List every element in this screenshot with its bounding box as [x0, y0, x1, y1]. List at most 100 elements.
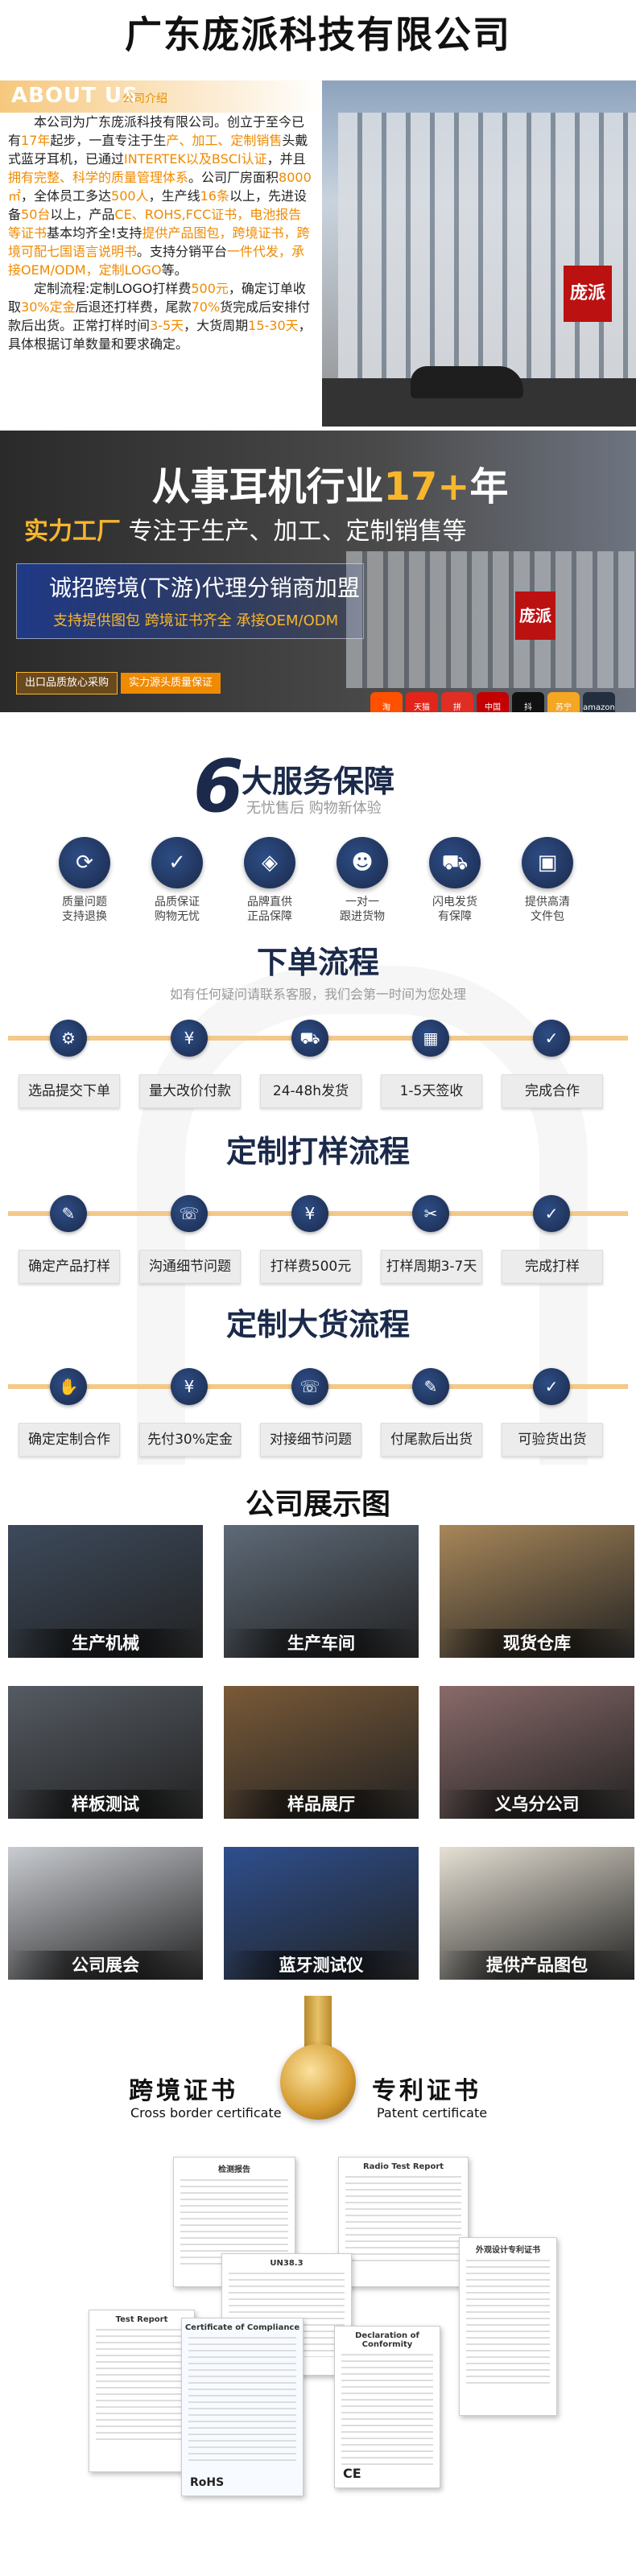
about-text: 。公司厂房面积	[188, 170, 279, 185]
certificate-heading: Test Report	[115, 2315, 168, 2324]
banner-subline: 实力工厂 专注于生产、加工、定制销售等	[24, 511, 467, 546]
patent-cert-subtitle: Patent certificate	[377, 2105, 488, 2121]
service-label: 正品保障	[247, 910, 292, 923]
about-text: ，大货周期	[184, 318, 249, 333]
about-highlight: 3-5天	[150, 318, 184, 333]
rohs-mark: RoHS	[190, 2476, 225, 2489]
showcase-photo: 样品展厅	[224, 1686, 419, 1819]
headline-post: 年	[469, 464, 509, 509]
flow-step-label: 对接细节问题	[260, 1423, 361, 1457]
about-text: 以上，产品	[50, 207, 115, 222]
building-facade	[338, 113, 636, 378]
platform-logo: 中国	[477, 692, 509, 712]
services-heading: 6 大服务保障 无忧售后 购物新体验	[193, 744, 459, 829]
about-highlight: 500人	[111, 188, 149, 204]
certificate-doc: Radio Test Report	[338, 2157, 469, 2287]
service-label: 品牌直供	[247, 896, 292, 909]
flow-step-label: 可验货出货	[502, 1423, 603, 1457]
car-shape	[411, 366, 523, 398]
platform-logo: 淘	[370, 692, 403, 712]
about-highlight: 17年	[21, 133, 51, 148]
headline-pre: 从事耳机行业	[151, 464, 384, 509]
service-icon: ⛟	[429, 837, 481, 888]
about-text: 定制流程:定制LOGO打样费	[34, 281, 192, 296]
service-icon: ⟳	[59, 837, 110, 888]
service-item: ⛟闪电发货有保障	[411, 837, 499, 924]
about-highlight: 16条	[200, 188, 229, 204]
flow-step-icon: ✓	[533, 1020, 570, 1057]
about-text: 起步，一直专注于生	[50, 133, 167, 148]
platform-logo: 拼	[441, 692, 473, 712]
badge-export-quality: 出口品质放心采购	[16, 672, 118, 694]
flow-step-icon: ¥	[171, 1368, 208, 1405]
certificate-heading: 外观设计专利证书	[476, 2246, 540, 2255]
about-heading-cn: 公司介绍	[122, 93, 167, 105]
certificate-heading: UN38.3	[270, 2259, 304, 2268]
certificate-heading: Certificate of Compliance	[184, 2323, 300, 2332]
services-number: 6	[193, 744, 244, 829]
about-text: ，确定订单收取	[8, 281, 306, 315]
showcase-caption: 现货仓库	[440, 1629, 634, 1658]
service-label: 跟进货物	[340, 910, 385, 923]
about-text: 头戴式蓝牙耳机，已通过	[8, 133, 308, 167]
certificate-doc: 外观设计专利证书	[459, 2237, 557, 2416]
showcase-caption: 生产车间	[224, 1629, 419, 1658]
services-subtitle: 无忧售后 购物新体验	[246, 800, 382, 817]
flow-step-label: 确定产品打样	[19, 1250, 120, 1284]
flow-step-label: 打样周期3-7天	[381, 1250, 482, 1284]
certificate-heading: 检测报告	[218, 2166, 250, 2174]
about-highlight: INTERTEK以及BSCI认证	[124, 151, 267, 167]
about-highlight: 提供产品图包，跨境证书，跨境可配七国语言说明书	[8, 225, 310, 259]
sub-highlight: 实力工厂	[24, 517, 121, 546]
showcase-caption: 公司展会	[8, 1951, 203, 1980]
showcase-photo: 义乌分公司	[440, 1686, 634, 1819]
service-icon: ✓	[151, 837, 203, 888]
flow-step-label: 量大改价付款	[139, 1074, 241, 1108]
service-item: ▣提供高清文件包	[503, 837, 592, 924]
building-photo: 庞派	[322, 80, 636, 427]
about-text: 本公司为广东庞派科技有限公司。创立于至今已有	[8, 114, 305, 148]
about-highlight: 拥有完整、科学的质量管理体系	[8, 170, 189, 185]
flow-step-icon: ☏	[171, 1195, 208, 1232]
banner-sign: 庞派	[515, 591, 555, 640]
bulk-flow-title: 定制大货流程	[225, 1307, 410, 1342]
about-text: 基本均齐全!支持	[47, 225, 142, 241]
flow-step-icon: ☏	[291, 1368, 328, 1405]
about-text: 。支持分销平台	[137, 244, 228, 259]
showcase-photo: 公司展会	[8, 1847, 203, 1980]
showcase-caption: 蓝牙测试仪	[224, 1951, 419, 1980]
about-text: 后退还打样费，尾款	[75, 299, 192, 315]
about-paragraph: 定制流程:定制LOGO打样费500元，确定订单收取30%定金后退还打样费，尾款7…	[8, 279, 314, 353]
flow-step-icon: ¥	[291, 1195, 328, 1232]
about-text: ，并且	[266, 151, 306, 167]
service-label: 有保障	[438, 910, 472, 923]
showcase-caption: 义乌分公司	[440, 1790, 634, 1819]
platform-logo: amazon	[583, 692, 615, 712]
flow-step-label: 确定定制合作	[19, 1423, 120, 1457]
flow-step-icon: ✋	[50, 1368, 87, 1405]
flow-step-label: 完成打样	[502, 1250, 603, 1284]
flow-step-icon: ✓	[533, 1368, 570, 1405]
banner-building	[346, 551, 636, 688]
certificate-text-lines	[188, 2337, 296, 2461]
showcase-photo: 提供产品图包	[440, 1847, 634, 1980]
patent-cert-title: 专利证书	[372, 2077, 481, 2105]
company-title: 广东庞派科技有限公司	[125, 13, 511, 56]
service-icon: ☻	[337, 837, 388, 888]
showcase-title: 公司展示图	[245, 1488, 390, 1521]
flow-step-icon: ⚙	[50, 1020, 87, 1057]
service-label: 文件包	[531, 910, 564, 923]
certificate-heading: Radio Test Report	[362, 2162, 444, 2171]
service-label: 品质保证	[155, 896, 200, 909]
about-highlight: 一件代发，承接OEM/ODM，定制LOGO	[8, 244, 305, 278]
service-item: ☻一对一跟进货物	[318, 837, 407, 924]
showcase-photo: 生产机械	[8, 1525, 203, 1658]
about-heading-en: ABOUT US	[11, 84, 138, 108]
cross-border-cert-subtitle: Cross border certificate	[130, 2105, 282, 2121]
services-title: 大服务保障	[242, 764, 395, 799]
showcase-photo: 蓝牙测试仪	[224, 1847, 419, 1980]
flow-step-label: 沟通细节问题	[139, 1250, 241, 1284]
flow-step-icon: ✂	[412, 1195, 449, 1232]
flow-step-label: 选品提交下单	[19, 1074, 120, 1108]
